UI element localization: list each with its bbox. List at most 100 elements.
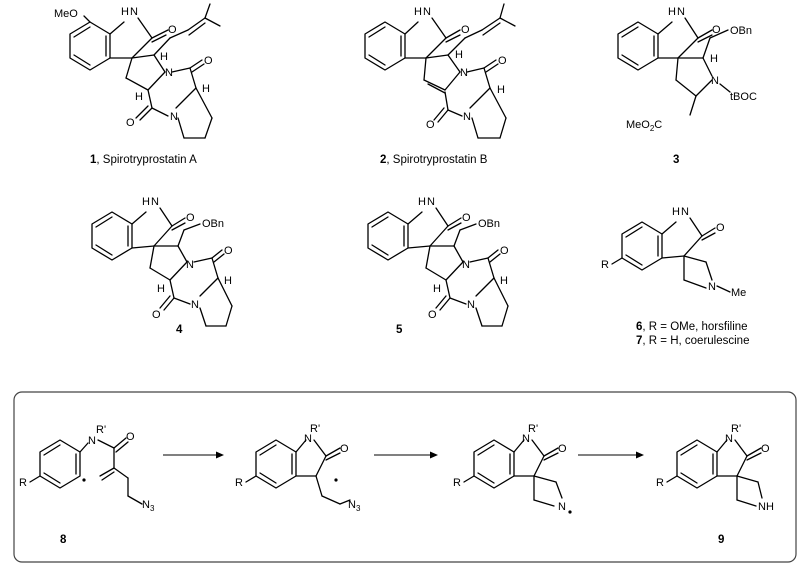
atom-label: H bbox=[455, 49, 463, 61]
structure-compound-1: MeO H N O H N O N H bbox=[54, 3, 221, 139]
reaction-arrow-1 bbox=[163, 451, 224, 459]
atom-label: OBn bbox=[202, 218, 224, 230]
scheme-frame bbox=[13, 391, 797, 563]
atom-label: R' bbox=[528, 423, 538, 435]
compound-label-6: 6, R = OMe, horsfiline bbox=[636, 321, 748, 333]
atom-label: N bbox=[191, 299, 199, 311]
compound-label-7: 7, R = H, coerulescine bbox=[636, 335, 749, 347]
structure-compound-4: H N O OBn N O N H O H bbox=[91, 196, 233, 327]
atom-label: N bbox=[170, 111, 178, 123]
atom-label: O bbox=[168, 24, 177, 36]
atom-label: O bbox=[186, 212, 195, 224]
atom-label: R' bbox=[96, 424, 106, 436]
atom-label: H bbox=[160, 51, 168, 63]
atom-label: N bbox=[186, 259, 194, 271]
atom-label: R bbox=[235, 477, 243, 489]
structure-compound-2: H N O H N O N O H bbox=[364, 3, 516, 139]
atom-label: OBn bbox=[478, 218, 500, 230]
atom-label: H bbox=[500, 275, 508, 287]
atom-label: O bbox=[152, 309, 161, 321]
reaction-arrow-2 bbox=[374, 451, 438, 459]
radical-dot bbox=[568, 510, 572, 514]
atom-label: OBn bbox=[730, 25, 752, 37]
atom-label: N bbox=[88, 435, 96, 447]
atom-label: R bbox=[19, 477, 27, 489]
structure-compound-6-7: R H N O N Me bbox=[601, 206, 746, 299]
atom-label: N bbox=[460, 67, 468, 79]
atom-label: H bbox=[710, 53, 718, 65]
radical-dot bbox=[334, 478, 338, 482]
atom-label: O bbox=[428, 309, 437, 321]
atom-label: H bbox=[418, 196, 426, 208]
atom-label: N bbox=[677, 6, 685, 18]
atom-label: R' bbox=[731, 423, 741, 435]
atom-label: O bbox=[126, 117, 135, 129]
atom-label: MeO bbox=[54, 8, 78, 20]
atom-label: H bbox=[497, 84, 505, 96]
atom-label: H bbox=[224, 275, 232, 287]
compound-label-9: 9 bbox=[718, 534, 724, 546]
atom-label: N bbox=[681, 206, 689, 218]
atom-label: O bbox=[500, 245, 509, 257]
atom-label: H bbox=[672, 206, 680, 218]
atom-label: MeO2C bbox=[626, 119, 662, 133]
atom-label: NH bbox=[758, 501, 774, 513]
atom-label: O bbox=[426, 119, 435, 131]
atom-label: O bbox=[558, 443, 567, 455]
atom-label: N bbox=[151, 196, 159, 208]
compound-label-4: 4 bbox=[176, 324, 183, 336]
atom-label: O bbox=[462, 212, 471, 224]
compound-label-3: 3 bbox=[673, 154, 679, 166]
atom-label: O bbox=[340, 443, 349, 455]
atom-label: O bbox=[224, 245, 233, 257]
atom-label: O bbox=[461, 24, 470, 36]
atom-label: N bbox=[725, 433, 733, 445]
atom-label: N3 bbox=[142, 499, 155, 513]
atom-label: N bbox=[708, 281, 716, 293]
atom-label: N bbox=[463, 111, 471, 123]
structure-intermediate-b: R N R' O N bbox=[453, 423, 572, 514]
atom-label: O bbox=[126, 431, 135, 443]
atom-label: N bbox=[558, 501, 566, 513]
structure-intermediate-a: R N R' O N3 bbox=[235, 423, 361, 513]
atom-label: R bbox=[453, 477, 461, 489]
atom-label: O bbox=[498, 55, 507, 67]
atom-label: H bbox=[433, 283, 441, 295]
structure-compound-9: R N R' O NH bbox=[656, 423, 774, 513]
atom-label: N bbox=[711, 75, 719, 87]
atom-label: O bbox=[761, 443, 770, 455]
atom-label: Me bbox=[731, 287, 746, 299]
atom-label: O bbox=[712, 24, 721, 36]
atom-label: H bbox=[668, 6, 676, 18]
atom-label: H bbox=[121, 6, 129, 18]
atom-label: N bbox=[165, 67, 173, 79]
atom-label: H bbox=[414, 6, 422, 18]
atom-label: O bbox=[716, 222, 725, 234]
atom-label: N bbox=[130, 6, 138, 18]
atom-label: R bbox=[656, 477, 664, 489]
atom-label: H bbox=[142, 196, 150, 208]
compound-label-5: 5 bbox=[396, 324, 403, 336]
compound-label-1: 1, Spirotryprostatin A bbox=[90, 154, 197, 166]
structure-compound-5: H N O OBn N O N H O H bbox=[367, 196, 509, 327]
atom-label: N bbox=[462, 259, 470, 271]
atom-label: O bbox=[204, 55, 213, 67]
compound-label-8: 8 bbox=[60, 534, 67, 546]
radical-dot bbox=[82, 478, 86, 482]
structure-compound-3: H N O OBn H N tBOC MeO2C bbox=[617, 6, 757, 133]
atom-label: N bbox=[427, 196, 435, 208]
reaction-arrow-3 bbox=[578, 451, 644, 459]
atom-label: N bbox=[522, 433, 530, 445]
atom-label: H bbox=[157, 283, 165, 295]
atom-label: N3 bbox=[348, 499, 361, 513]
atom-label: R bbox=[601, 259, 609, 271]
atom-label: H bbox=[135, 91, 143, 103]
structure-compound-8: R N R' O N3 bbox=[19, 424, 155, 513]
atom-label: H bbox=[202, 83, 210, 95]
atom-label: N bbox=[423, 6, 431, 18]
atom-label: N bbox=[304, 433, 312, 445]
atom-label: tBOC bbox=[730, 91, 757, 103]
compound-label-2: 2, Spirotryprostatin B bbox=[380, 154, 488, 166]
atom-label: R' bbox=[310, 423, 320, 435]
